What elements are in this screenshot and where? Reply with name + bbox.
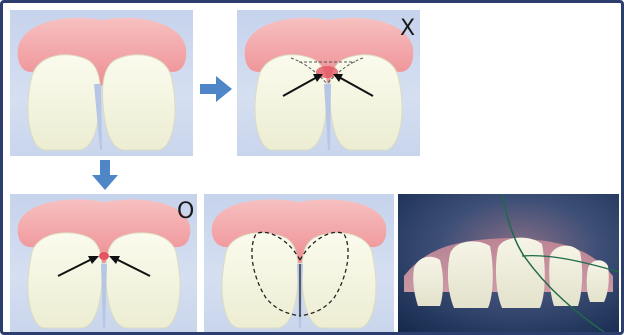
tooth-1 xyxy=(413,257,443,306)
interdental-gap xyxy=(101,264,107,328)
teeth-illustration-outline xyxy=(204,194,394,332)
teeth-illustration-correct xyxy=(10,194,197,332)
right-tooth xyxy=(106,233,180,328)
left-tooth xyxy=(28,55,101,150)
panel-incorrect xyxy=(237,10,420,156)
left-tooth xyxy=(222,233,298,328)
teeth-illustration-incorrect xyxy=(237,10,420,156)
left-tooth xyxy=(255,55,328,150)
panel-tooth-outline xyxy=(204,194,394,332)
down-arrow-icon xyxy=(92,160,118,190)
panel-clinical-photo xyxy=(398,194,619,332)
clinical-photo-illustration xyxy=(398,194,619,332)
panel-correct xyxy=(10,194,197,332)
tooth-2 xyxy=(448,241,493,308)
correct-mark: O xyxy=(177,201,194,223)
tooth-4 xyxy=(549,246,582,306)
right-tooth xyxy=(302,233,376,328)
left-tooth xyxy=(28,233,102,328)
incorrect-mark: X xyxy=(400,18,415,40)
right-tooth xyxy=(330,55,403,150)
right-tooth xyxy=(103,55,176,150)
papilla-tip xyxy=(99,252,109,260)
teeth-illustration-gap xyxy=(10,10,193,156)
panel-gap-between-teeth xyxy=(10,10,193,156)
right-arrow-icon xyxy=(200,76,232,102)
